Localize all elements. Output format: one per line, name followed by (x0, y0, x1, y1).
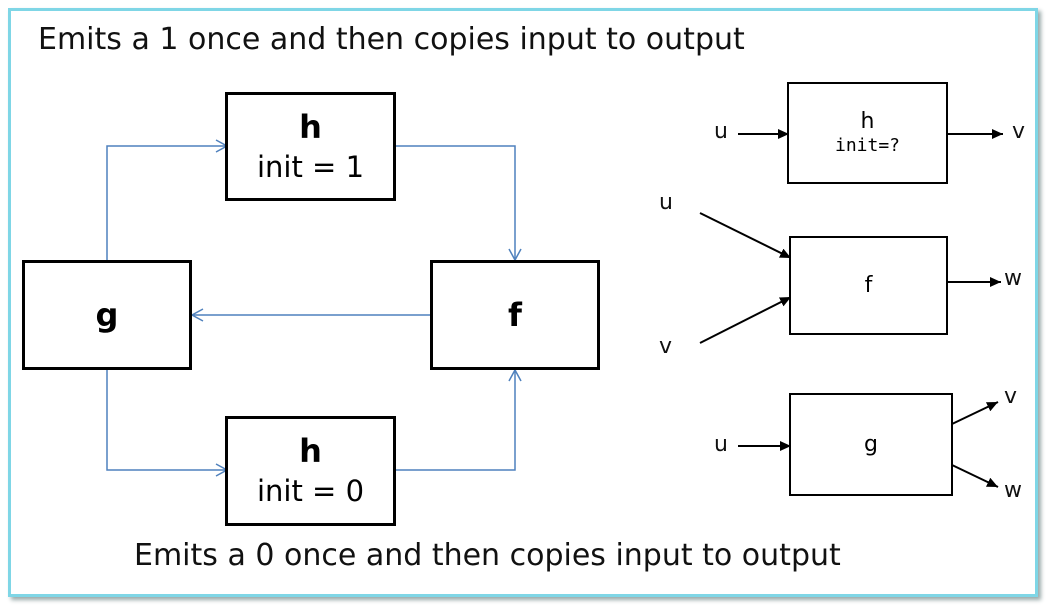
g-name: g (95, 296, 119, 334)
legend-g-output-v-arrow (951, 401, 999, 425)
g-box: g (22, 260, 192, 370)
legend-f-output-label: w (1004, 266, 1022, 291)
legend-h-input-label: u (714, 119, 728, 144)
h-top-box: h init = 1 (225, 92, 396, 201)
f-box: f (430, 260, 600, 370)
legend-g-output-w-arrow (951, 464, 999, 488)
legend-g-box: g (789, 393, 953, 496)
edge-h-bottom-to-f (395, 368, 522, 471)
h-bottom-name: h (299, 432, 322, 470)
legend-g-output-w-label: w (1004, 478, 1022, 503)
legend-g-input-label: u (714, 432, 728, 457)
bottom-caption: Emits a 0 once and then copies input to … (134, 538, 841, 573)
h-top-init: init = 1 (256, 149, 365, 184)
legend-h-name: h (860, 109, 875, 134)
legend-g-name: g (864, 431, 878, 457)
edge-g-to-h-bottom (106, 370, 229, 477)
h-bottom-box: h init = 0 (225, 416, 396, 526)
f-name: f (508, 296, 522, 334)
legend-f-input-u-arrow (699, 212, 792, 259)
edge-h-top-to-f (395, 145, 522, 262)
top-caption: Emits a 1 once and then copies input to … (38, 22, 745, 57)
legend-f-box: f (789, 236, 948, 335)
legend-h-output-label: v (1012, 119, 1026, 144)
legend-f-input-u-label: u (659, 190, 673, 215)
legend-h-init: init=? (834, 135, 901, 156)
h-bottom-init: init = 0 (256, 474, 365, 508)
legend-g-output-v-label: v (1004, 384, 1018, 409)
legend-f-input-v-arrow (699, 296, 792, 344)
h-top-name: h (299, 107, 322, 146)
legend-h-box: h init=? (787, 82, 948, 184)
legend-f-input-v-label: v (659, 334, 673, 359)
edge-g-to-h-top (106, 139, 229, 260)
legend-f-name: f (864, 272, 873, 298)
